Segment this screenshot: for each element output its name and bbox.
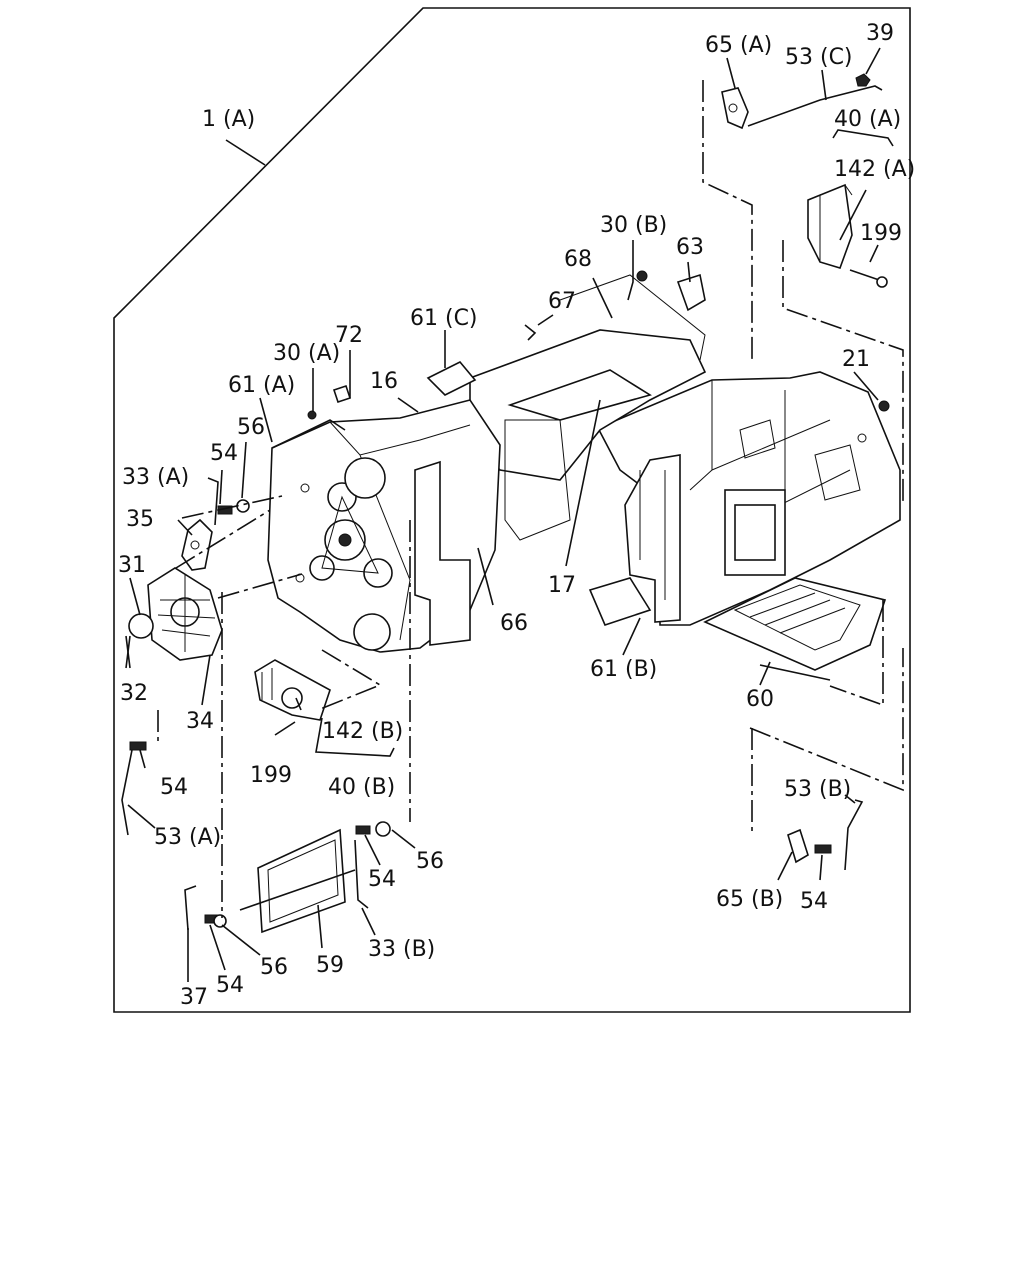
clip-54-b: [129, 741, 147, 751]
callout-33A: 33 (A): [122, 465, 189, 490]
clip-56-a: [236, 499, 250, 513]
callout-142A: 142 (A): [834, 157, 915, 182]
callout-68: 68: [564, 247, 592, 272]
clip-67: [524, 324, 537, 341]
rod-53B: [844, 799, 864, 871]
nut-39: [855, 73, 871, 87]
bolt-21: [878, 400, 890, 412]
callout-56-a: 56: [237, 415, 265, 440]
callout-54-c: 54: [368, 867, 396, 892]
callout-30B: 30 (B): [600, 213, 667, 238]
diagram-frame: [113, 7, 911, 1013]
callout-63: 63: [676, 235, 704, 260]
actuator-142A: [807, 183, 853, 269]
callout-54-a: 54: [210, 441, 238, 466]
callout-61B: 61 (B): [590, 657, 657, 682]
screw-30A: [307, 410, 317, 420]
callout-31: 31: [118, 553, 146, 578]
callout-54-d: 54: [800, 889, 828, 914]
side-duct-right: [624, 454, 681, 623]
screw-30B: [636, 270, 648, 282]
callout-32: 32: [120, 681, 148, 706]
link-65A: [721, 87, 749, 130]
filter-tray-60: [703, 577, 887, 681]
callout-34: 34: [186, 709, 214, 734]
leader-lines: [125, 47, 894, 982]
callout-53B: 53 (B): [784, 777, 851, 802]
bracket-61B: [588, 577, 652, 626]
clip-54-d: [814, 844, 832, 854]
callout-39: 39: [866, 21, 894, 46]
rod-53C: [747, 85, 883, 127]
rod-33A: [207, 477, 219, 526]
callout-54-e: 54: [216, 973, 244, 998]
callout-61C: 61 (C): [410, 306, 478, 331]
rod-33B: [354, 839, 369, 909]
callout-21: 21: [842, 347, 870, 372]
filter-59: [239, 828, 356, 934]
lever-35: [181, 518, 213, 571]
callout-61A: 61 (A): [228, 373, 295, 398]
seal-61A: [271, 419, 346, 449]
callout-199-b: 199: [250, 763, 292, 788]
clip-72: [332, 384, 352, 404]
rod-53A: [121, 749, 133, 836]
callout-54-b: 54: [160, 775, 188, 800]
callout-72: 72: [335, 323, 363, 348]
callout-60: 60: [746, 687, 774, 712]
callout-56-c: 56: [260, 955, 288, 980]
clip-56-c: [213, 914, 227, 928]
assembly-guide-lines: [157, 80, 904, 918]
knob-63: [676, 273, 706, 312]
callout-33B: 33 (B): [368, 937, 435, 962]
hvac-case-assembly: [267, 274, 901, 653]
callout-37: 37: [180, 985, 208, 1010]
screw-199-b: [274, 721, 296, 736]
mode-cam-plate-31: [147, 567, 223, 661]
actuator-142B: [254, 659, 331, 721]
callout-labels: 1 (A) 65 (A) 53 (C) 39 40 (A) 142 (A) 19…: [118, 21, 915, 1010]
callout-30A: 30 (A): [273, 341, 340, 366]
callout-142B: 142 (B): [322, 719, 403, 744]
side-duct-left: [414, 460, 471, 646]
rod-37: [184, 885, 197, 931]
callout-65B: 65 (B): [716, 887, 783, 912]
callout-59: 59: [316, 953, 344, 978]
callout-40A: 40 (A): [834, 107, 901, 132]
callout-53A: 53 (A): [154, 825, 221, 850]
callout-53C: 53 (C): [785, 45, 853, 70]
callout-40B: 40 (B): [328, 775, 395, 800]
clip-56-b: [375, 821, 391, 837]
callout-35: 35: [126, 507, 154, 532]
bracket-61C: [426, 361, 477, 396]
callout-67: 67: [548, 289, 576, 314]
callout-56-b: 56: [416, 849, 444, 874]
link-65B: [787, 828, 809, 864]
clip-54-c: [355, 825, 371, 835]
callout-17: 17: [548, 573, 576, 598]
callout-16: 16: [370, 369, 398, 394]
callout-1A: 1 (A): [202, 107, 255, 132]
callout-65A: 65 (A): [705, 33, 772, 58]
callout-199-top: 199: [860, 221, 902, 246]
callout-66: 66: [500, 611, 528, 636]
screw-32: [128, 613, 154, 639]
